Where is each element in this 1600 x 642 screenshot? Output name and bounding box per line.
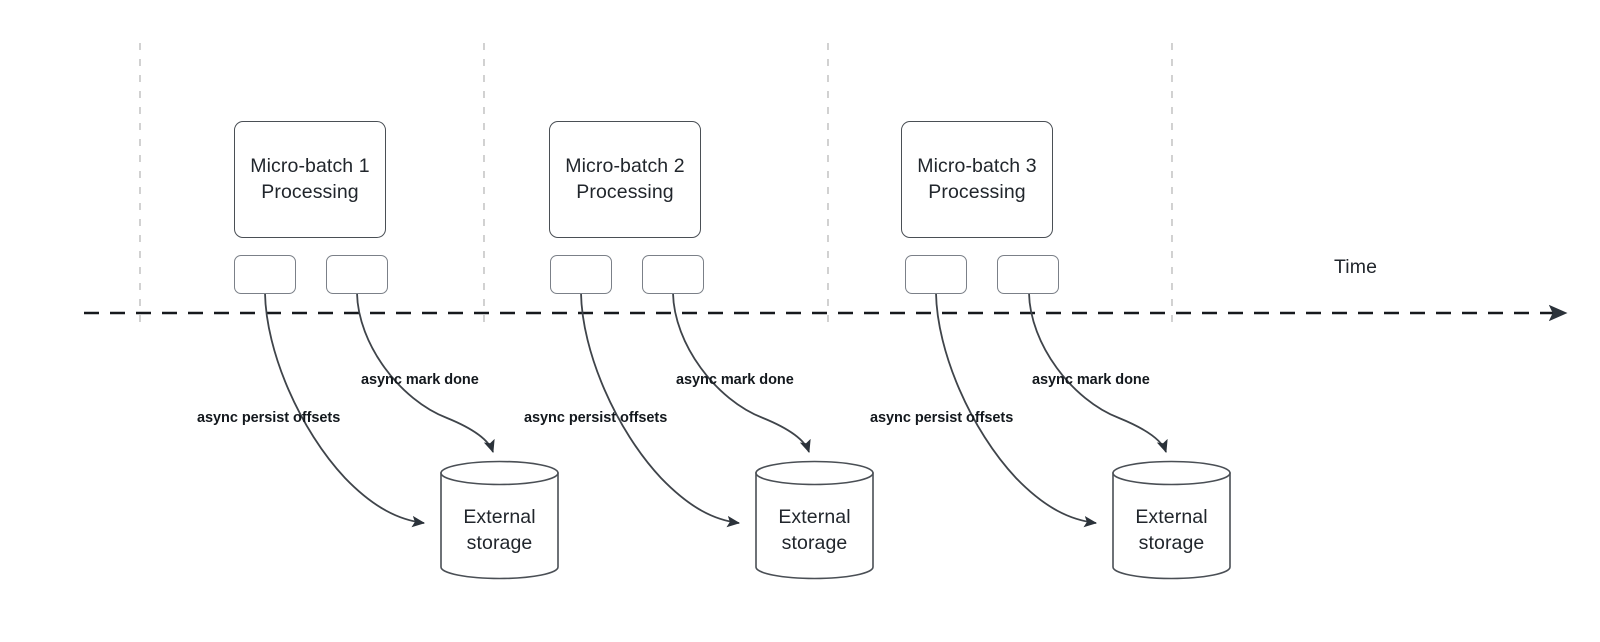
group-2-async-persist-offsets-label: async persist offsets: [524, 410, 668, 426]
time-axis-label: Time: [1334, 256, 1378, 278]
group-2-async-mark-done-label: async mark done: [676, 372, 794, 388]
external-storage-cylinder-3: [1112, 460, 1231, 580]
edge-group-1-async-persist-offsets: [264, 292, 426, 528]
micro-batch-2-processing-box[interactable]: Micro-batch 2 Processing: [549, 121, 701, 238]
group-1-tick-box-start[interactable]: [234, 255, 296, 294]
external-storage-3-label: External storage: [1135, 506, 1208, 554]
edge-group-3-async-mark-done: [1028, 292, 1168, 453]
external-storage-cylinder-1: [440, 460, 559, 580]
group-3-tick-box-start[interactable]: [905, 255, 967, 294]
external-storage-cylinder-2: [755, 460, 874, 580]
edge-group-2-async-mark-done: [672, 292, 811, 453]
external-storage-2-label: External storage: [778, 506, 851, 554]
group-1-async-mark-done-label: async mark done: [361, 372, 479, 388]
micro-batch-1-processing-box[interactable]: Micro-batch 1 Processing: [234, 121, 386, 238]
edge-group-2-async-persist-offsets: [580, 292, 741, 528]
group-1-tick-box-end[interactable]: [326, 255, 388, 294]
group-1-async-persist-offsets-label: async persist offsets: [197, 410, 341, 426]
edge-group-1-async-mark-done: [356, 292, 495, 453]
group-2-tick-box-end[interactable]: [642, 255, 704, 294]
group-2-tick-box-start[interactable]: [550, 255, 612, 294]
group-3-async-mark-done-label: async mark done: [1032, 372, 1150, 388]
edge-group-3-async-persist-offsets: [935, 292, 1098, 528]
external-storage-1-label: External storage: [463, 506, 536, 554]
group-3-async-persist-offsets-label: async persist offsets: [870, 410, 1014, 426]
group-3-tick-box-end[interactable]: [997, 255, 1059, 294]
micro-batch-3-processing-box[interactable]: Micro-batch 3 Processing: [901, 121, 1053, 238]
